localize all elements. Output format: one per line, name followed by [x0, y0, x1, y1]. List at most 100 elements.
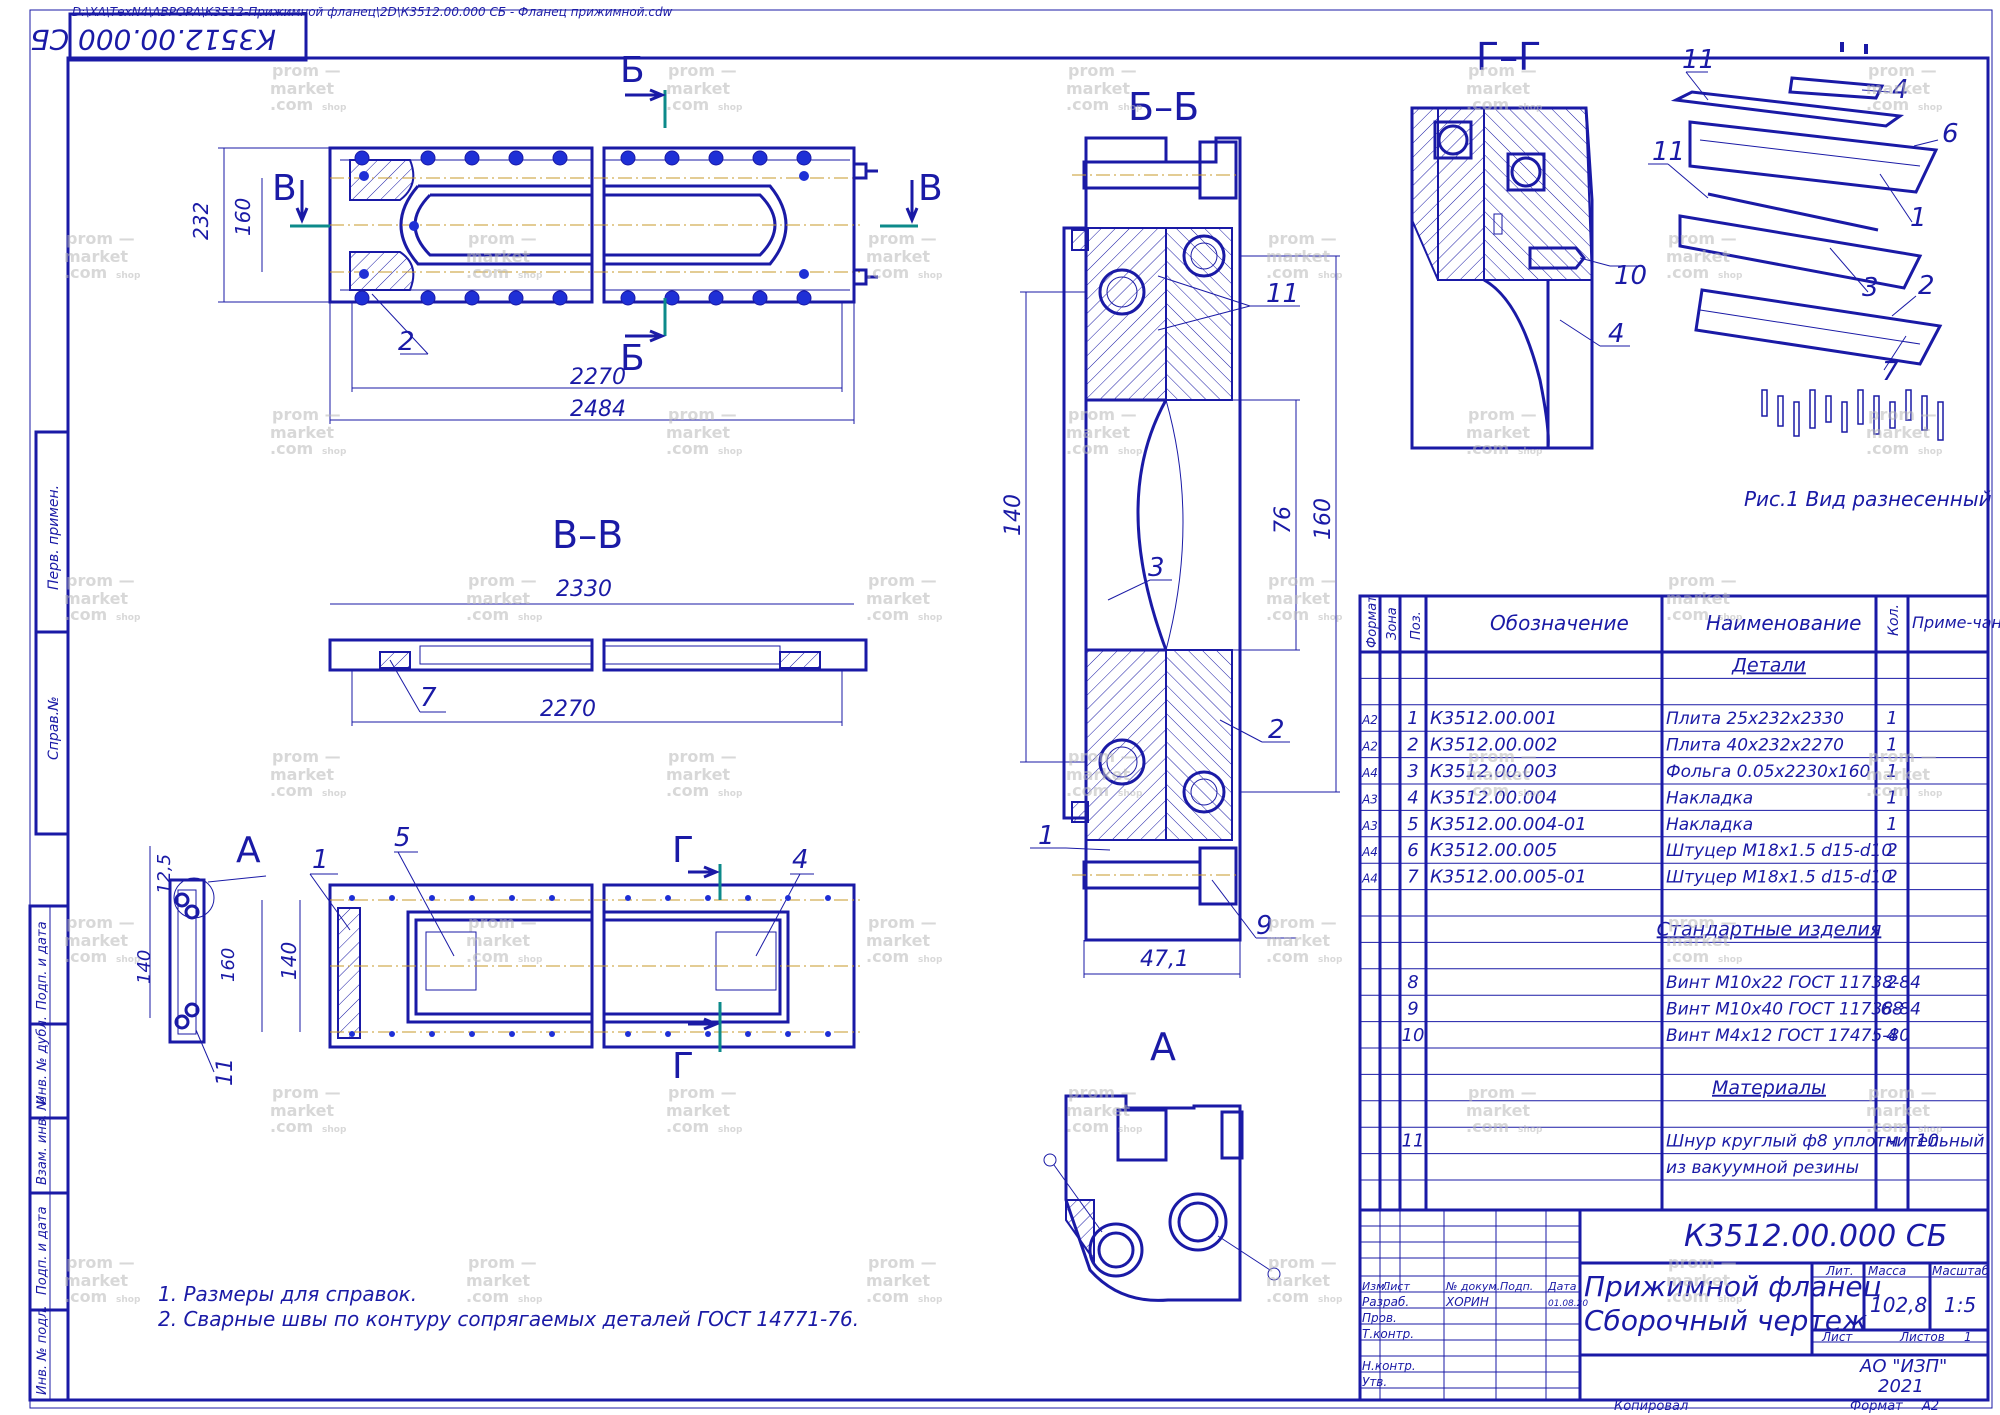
svg-text:.com: .com: [1266, 947, 1309, 966]
svg-text:prom —: prom —: [668, 405, 737, 424]
svg-text:shop: shop: [718, 447, 743, 457]
svg-text:.com: .com: [866, 263, 909, 282]
pos-2-exploded: 2: [1918, 271, 1935, 301]
spec-cell-pos: 2: [1407, 735, 1418, 756]
dim-140-end: 140: [134, 950, 155, 984]
svg-text:.com: .com: [1066, 781, 1109, 800]
tb-listov-label: Листов: [1899, 1330, 1945, 1344]
svg-text:market: market: [466, 931, 530, 950]
spec-section-heading: Детали: [1731, 654, 1806, 676]
bottom-view-bolts: [349, 895, 831, 1037]
svg-text:shop: shop: [1718, 1295, 1743, 1305]
svg-text:shop: shop: [518, 955, 543, 965]
svg-text:.com: .com: [64, 263, 107, 282]
svg-text:shop: shop: [116, 613, 141, 623]
svg-text:prom —: prom —: [272, 405, 341, 424]
svg-text:shop: shop: [718, 1125, 743, 1135]
bolt-head-icon: [796, 150, 812, 166]
screw-icon: [1777, 395, 1784, 427]
bolt-hole-icon: [665, 1031, 671, 1037]
svg-text:market: market: [64, 1271, 128, 1290]
svg-text:prom —: prom —: [66, 913, 135, 932]
svg-text:prom —: prom —: [468, 913, 537, 932]
svg-text:.com: .com: [1866, 781, 1909, 800]
bolt-head-icon: [708, 290, 724, 306]
bb-title: Б–Б: [1128, 85, 1199, 129]
svg-text:market: market: [270, 765, 334, 784]
pos-11b-exploded: 11: [1652, 137, 1685, 167]
bolt-hole-icon: [825, 895, 831, 901]
spec-cell-qty: 1: [1886, 735, 1897, 756]
svg-text:prom —: prom —: [868, 1253, 937, 1272]
svg-text:market: market: [866, 589, 930, 608]
screw-icon: [1809, 389, 1816, 429]
svg-text:.com: .com: [1866, 95, 1909, 114]
dim-2484: 2484: [570, 397, 626, 422]
title-block: К3512.00.000 СБ Прижимной фланец Сборочн…: [1358, 1208, 1990, 1414]
pos-10-gg: 10: [1614, 261, 1647, 291]
stamp-podp-data-2: Подп. и дата: [35, 1206, 50, 1295]
svg-text:.com: .com: [1666, 605, 1709, 624]
svg-text:shop: shop: [1318, 271, 1343, 281]
svg-text:market: market: [666, 79, 730, 98]
svg-text:shop: shop: [1718, 271, 1743, 281]
section-v-left: В: [272, 168, 297, 209]
tb-company: АО "ИЗП": [1859, 1356, 1947, 1377]
pos-5-bottom: 5: [394, 823, 411, 853]
svg-text:prom —: prom —: [1668, 1253, 1737, 1272]
svg-text:shop: shop: [518, 613, 543, 623]
svg-text:market: market: [1866, 79, 1930, 98]
spec-cell-pos: 3: [1407, 761, 1418, 782]
detail-a: А: [1043, 1025, 1281, 1302]
bolt-head-icon: [799, 269, 809, 279]
svg-text:prom —: prom —: [1468, 61, 1537, 80]
svg-text:prom —: prom —: [868, 913, 937, 932]
svg-text:market: market: [1066, 423, 1130, 442]
screw-icon: [1857, 389, 1864, 425]
pos-4-bottom: 4: [792, 845, 809, 875]
svg-text:.com: .com: [1266, 263, 1309, 282]
bolt-hole-icon: [429, 1031, 435, 1037]
svg-text:.com: .com: [466, 947, 509, 966]
spec-cell-name: из вакуумной резины: [1666, 1158, 1859, 1178]
spec-cell-designation: К3512.00.004-01: [1430, 814, 1587, 835]
pos-3-exploded: 3: [1862, 273, 1879, 303]
dim-2330: 2330: [556, 577, 612, 602]
bolt-head-icon: [508, 150, 524, 166]
bolt-head-icon: [354, 150, 370, 166]
screw-icon: [1889, 401, 1896, 429]
tb-t-kontr: Т.контр.: [1362, 1327, 1414, 1341]
tb-mass-value: 102,8: [1870, 1293, 1927, 1317]
svg-text:.com: .com: [666, 781, 709, 800]
bolt-hole-icon: [785, 895, 791, 901]
svg-text:shop: shop: [1118, 103, 1143, 113]
spec-cell-name: Шнур круглый ф8 уплотнительный: [1666, 1132, 1984, 1152]
bolt-head-icon: [752, 290, 768, 306]
svg-text:.com: .com: [270, 1117, 313, 1136]
svg-text:prom —: prom —: [1268, 913, 1337, 932]
svg-text:prom —: prom —: [1068, 1083, 1137, 1102]
pos-7-exploded: 7: [1882, 357, 1899, 387]
tb-name-1: Прижимной фланец: [1584, 1270, 1882, 1303]
spec-cell-note: 10: [1916, 1131, 1939, 1152]
pos-2-top: 2: [398, 327, 415, 357]
spec-cell-designation: К3512.00.002: [1430, 735, 1557, 756]
bolt-hole-icon: [549, 1031, 555, 1037]
svg-text:shop: shop: [1318, 613, 1343, 623]
spec-table: Формат Зона Поз. Обозначение Наименовани…: [1358, 594, 2000, 1212]
svg-text:prom —: prom —: [1868, 405, 1937, 424]
svg-text:.com: .com: [1466, 1117, 1509, 1136]
svg-text:prom —: prom —: [1068, 747, 1137, 766]
spec-cell-pos: 9: [1407, 999, 1418, 1020]
bolt-head-icon: [796, 290, 812, 306]
svg-text:market: market: [666, 765, 730, 784]
svg-text:market: market: [1866, 423, 1930, 442]
